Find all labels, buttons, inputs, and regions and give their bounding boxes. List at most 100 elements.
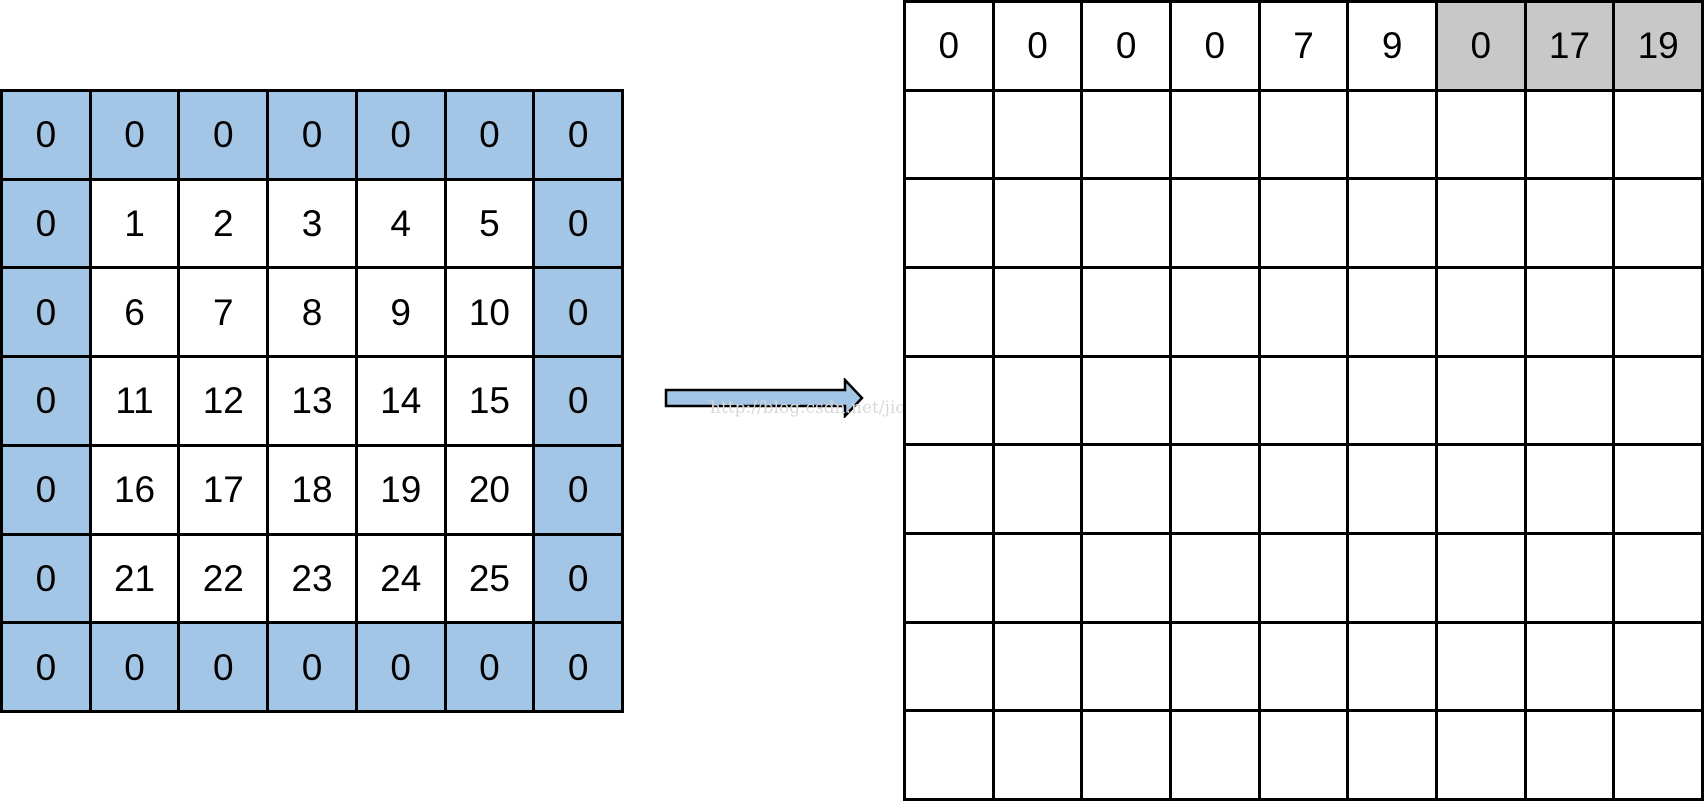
input-cell: 18 [269,446,358,536]
output-cell [1260,446,1350,535]
output-cell [1260,91,1350,181]
output-cell [1615,357,1704,447]
output-cell [906,446,995,535]
padding-cell: 0 [446,624,536,713]
output-cell [1437,268,1527,358]
output-cell [1260,712,1350,801]
output-cell [1615,534,1704,624]
padding-cell: 0 [535,269,624,359]
input-cell: 1 [91,180,181,270]
padding-cell: 0 [91,624,181,713]
output-cell [1615,446,1704,535]
output-cell [1083,534,1172,624]
padding-cell: 0 [91,92,181,181]
input-cell: 5 [446,180,536,270]
padding-cell: 0 [446,92,536,181]
input-cell: 25 [446,535,536,625]
output-cell [1437,534,1527,624]
padding-cell: 0 [180,624,270,713]
padding-cell: 0 [3,535,92,625]
padding-cell: 0 [535,180,624,270]
output-cell [906,623,995,713]
output-cell [1260,357,1350,447]
output-cell: 9 [1349,3,1438,92]
output-cell [994,712,1084,801]
right-arrow-icon [664,378,864,418]
padding-cell: 0 [269,92,358,181]
output-cell [1260,623,1350,713]
padding-cell: 0 [3,446,92,536]
padding-cell: 0 [535,446,624,536]
padding-cell: 0 [535,535,624,625]
output-cell [1349,623,1438,713]
output-cell [994,91,1084,181]
input-cell: 21 [91,535,181,625]
input-cell: 23 [269,535,358,625]
input-cell: 12 [180,358,270,447]
output-cell [1349,357,1438,447]
input-cell: 16 [91,446,181,536]
output-cell [1260,268,1350,358]
output-cell [994,357,1084,447]
padding-cell: 0 [3,358,92,447]
output-cell [1083,446,1172,535]
output-cell [1437,180,1527,269]
output-cell [1083,357,1172,447]
padding-cell: 0 [535,624,624,713]
input-cell: 4 [357,180,447,270]
input-cell: 7 [180,269,270,359]
padding-cell: 0 [3,269,92,359]
output-cell [1171,91,1261,181]
output-cell [1083,712,1172,801]
output-cell [1171,180,1261,269]
output-cell [1615,712,1704,801]
output-cell: 0 [994,3,1084,92]
input-cell: 13 [269,358,358,447]
output-cell [1349,712,1438,801]
output-cell [1526,268,1616,358]
output-cell [906,712,995,801]
output-cell: 7 [1260,3,1350,92]
output-cell [1615,91,1704,181]
output-cell [1349,446,1438,535]
padding-cell: 0 [535,358,624,447]
highlighted-output-cell: 19 [1615,3,1704,92]
output-cell [1526,446,1616,535]
output-cell [1526,623,1616,713]
output-cell [994,180,1084,269]
output-cell [1526,712,1616,801]
output-cell [1171,623,1261,713]
output-cell [1437,712,1527,801]
output-cell [906,534,995,624]
output-cell [1437,446,1527,535]
output-cell [1526,91,1616,181]
input-cell: 24 [357,535,447,625]
input-cell: 8 [269,269,358,359]
input-cell: 2 [180,180,270,270]
padding-cell: 0 [3,180,92,270]
output-cell [1349,268,1438,358]
output-cell [1437,623,1527,713]
output-cell [1083,268,1172,358]
padding-cell: 0 [357,92,447,181]
output-cell: 0 [906,3,995,92]
padding-cell: 0 [357,624,447,713]
input-cell: 11 [91,358,181,447]
output-cell: 0 [1171,3,1261,92]
input-cell: 22 [180,535,270,625]
padding-cell: 0 [180,92,270,181]
output-cell [1437,91,1527,181]
output-cell [906,180,995,269]
output-cell [1349,91,1438,181]
output-cell [1349,534,1438,624]
output-cell [906,91,995,181]
output-cell [1171,534,1261,624]
padding-cell: 0 [3,624,92,713]
output-cell [1260,534,1350,624]
output-cell [1526,357,1616,447]
output-cell [1437,357,1527,447]
input-cell: 14 [357,358,447,447]
input-cell: 17 [180,446,270,536]
output-cell [1615,623,1704,713]
